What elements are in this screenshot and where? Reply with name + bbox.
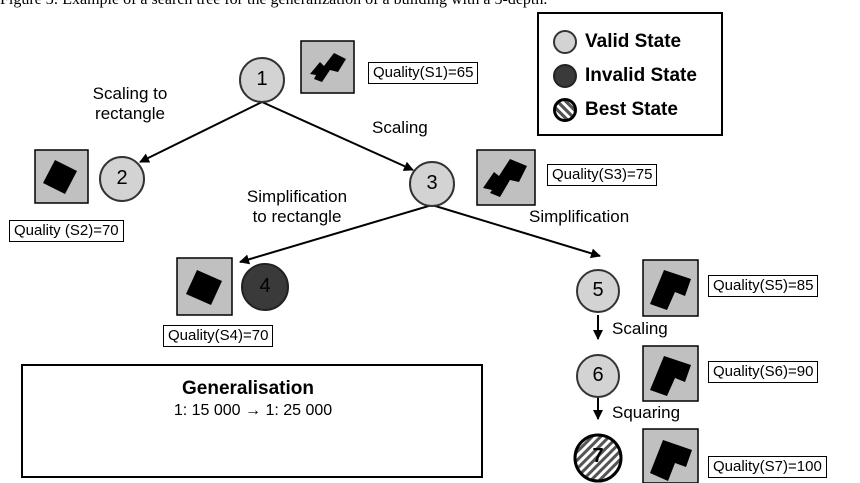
state-number-5: 5 xyxy=(592,279,604,301)
quality-box-s5: Quality(S5)=85 xyxy=(708,275,819,297)
edge-label-3-4-line1: Simplification xyxy=(246,187,348,206)
edge-label-1-2-line1: Scaling to xyxy=(92,84,168,103)
edge-label-1-2-line2: rectangle xyxy=(95,104,165,123)
building-thumbnail-s7 xyxy=(642,428,699,483)
quality-box-s6: Quality(S6)=90 xyxy=(708,361,819,383)
generalisation-scale: 1: 15 000 → 1: 25 000 xyxy=(173,402,333,419)
building-thumbnail-s3 xyxy=(476,149,536,206)
valid-state-swatch-icon xyxy=(553,30,577,54)
quality-box-s4: Quality(S4)=70 xyxy=(163,325,274,347)
legend-label-best: Best State xyxy=(585,99,678,120)
state-number-6: 6 xyxy=(592,364,604,386)
building-thumbnail-s4 xyxy=(176,257,233,316)
building-thumbnail-s1 xyxy=(300,40,355,94)
edge-label-3-4: Simplification to rectangle xyxy=(222,187,372,227)
edge-label-3-4-line2: to rectangle xyxy=(252,207,342,226)
best-state-swatch-icon xyxy=(553,98,577,122)
edge-label-1-3: Scaling xyxy=(372,118,428,137)
state-node-4 xyxy=(241,263,289,311)
generalisation-inset: Generalisation 1: 15 000 → 1: 25 000 xyxy=(21,364,483,478)
edge-3-4 xyxy=(239,204,433,265)
edge-label-1-2: Scaling to rectangle xyxy=(70,84,190,124)
quality-box-s1: Quality(S1)=65 xyxy=(368,62,479,84)
edge-label-5-6: Scaling xyxy=(612,319,668,338)
building-thumbnail-s2 xyxy=(34,149,89,204)
legend-label-invalid: Invalid State xyxy=(585,65,697,86)
state-number-2: 2 xyxy=(116,167,128,189)
legend-item-best: Best State xyxy=(553,98,678,122)
edge-3-5 xyxy=(431,204,601,259)
legend: Valid State Invalid State Best State xyxy=(537,12,723,136)
edge-1-3 xyxy=(261,101,414,171)
state-node-7 xyxy=(573,433,623,483)
state-node-1 xyxy=(239,57,285,103)
quality-box-s2: Quality (S2)=70 xyxy=(9,220,124,242)
invalid-state-swatch-icon xyxy=(553,64,577,88)
state-node-5 xyxy=(576,269,620,313)
state-number-4: 4 xyxy=(259,275,271,297)
generalisation-title: Generalisation xyxy=(182,378,314,399)
legend-item-valid: Valid State xyxy=(553,30,681,54)
state-node-3 xyxy=(409,161,455,207)
state-node-2 xyxy=(99,156,145,202)
legend-label-valid: Valid State xyxy=(585,31,682,52)
state-number-1: 1 xyxy=(256,68,268,90)
legend-item-invalid: Invalid State xyxy=(553,64,697,88)
state-number-3: 3 xyxy=(426,172,438,194)
building-thumbnail-s5 xyxy=(642,259,699,317)
building-thumbnail-s6 xyxy=(642,345,699,402)
state-node-6 xyxy=(576,354,620,398)
edge-1-2 xyxy=(139,101,263,163)
state-number-7: 7 xyxy=(592,445,604,467)
edge-label-3-5: Simplification xyxy=(529,207,630,226)
quality-box-s3: Quality(S3)=75 xyxy=(547,164,658,186)
quality-box-s7: Quality(S7)=100 xyxy=(708,456,827,478)
page-caption: Figure 3: Example of a search tree for t… xyxy=(0,0,860,9)
edge-label-6-7: Squaring xyxy=(612,403,681,422)
